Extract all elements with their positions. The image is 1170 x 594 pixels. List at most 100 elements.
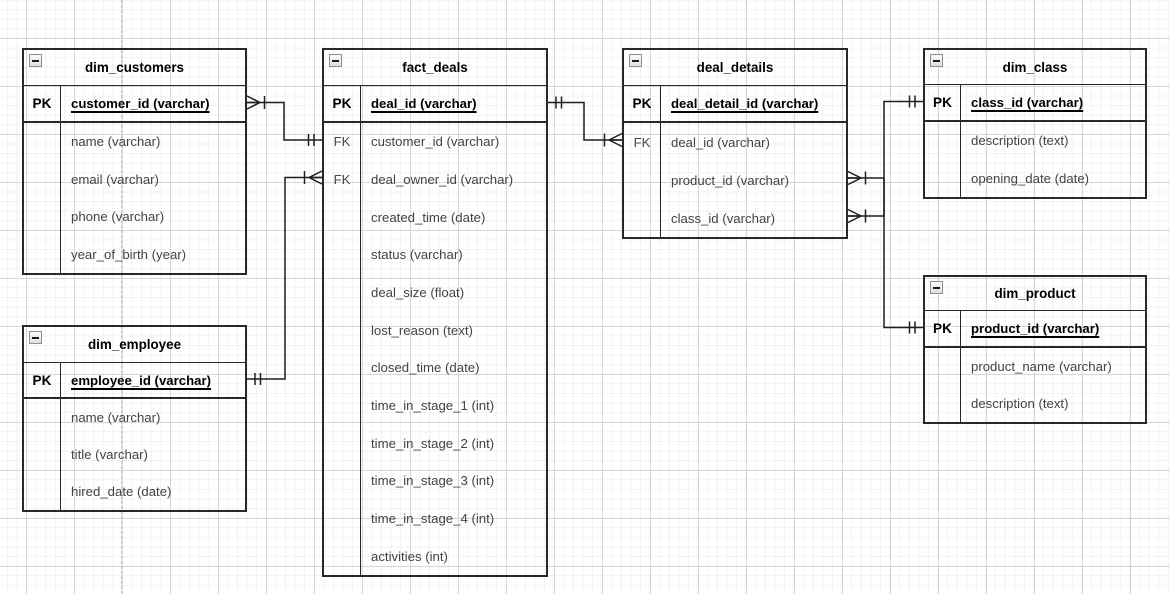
collapse-minus-icon[interactable]: [329, 54, 342, 67]
table-row-time_in_stage_2[interactable]: time_in_stage_2 (int): [324, 424, 546, 462]
table-row-hired_date[interactable]: hired_date (date): [24, 473, 245, 510]
table-row-time_in_stage_1[interactable]: time_in_stage_1 (int): [324, 386, 546, 425]
relationship-connector-deal_details-to-dim_product[interactable]: [847, 170, 923, 334]
key-cell: [925, 159, 961, 197]
field-label: created_time (date): [361, 198, 546, 236]
collapse-minus-icon[interactable]: [930, 54, 943, 67]
key-cell: [324, 348, 361, 387]
field-text: name (varchar): [71, 134, 161, 150]
table-row-created_time[interactable]: created_time (date): [324, 198, 546, 236]
table-row-name[interactable]: name (varchar): [24, 399, 245, 436]
field-label: opening_date (date): [961, 160, 1145, 198]
collapse-minus-icon[interactable]: [29, 54, 42, 67]
table-row-status[interactable]: status (varchar): [324, 235, 546, 274]
relationship-connector-fact_deals-to-deal_details[interactable]: [548, 96, 623, 148]
table-row-product_name[interactable]: product_name (varchar): [925, 348, 1145, 385]
table-header[interactable]: dim_product: [925, 277, 1145, 311]
minus-glyph: [933, 59, 940, 62]
table-row-lost_reason[interactable]: lost_reason (text): [324, 311, 546, 349]
table-row-email[interactable]: email (varchar): [24, 160, 245, 198]
field-label: description (text): [961, 122, 1145, 160]
table-row-product_id[interactable]: product_id (varchar): [624, 161, 846, 199]
field-label: title (varchar): [61, 436, 245, 473]
key-cell: [324, 537, 361, 575]
key-cell: [324, 461, 361, 500]
table-title: dim_class: [1002, 59, 1068, 75]
minus-glyph: [32, 336, 39, 339]
table-row-opening_date[interactable]: opening_date (date): [925, 159, 1145, 198]
relationship-connector-dim_employee-to-fact_deals[interactable]: [247, 170, 323, 385]
table-header[interactable]: dim_customers: [24, 50, 245, 86]
table-row-year_of_birth[interactable]: year_of_birth (year): [24, 235, 245, 273]
field-label: deal_detail_id (varchar): [661, 86, 846, 121]
field-text: employee_id (varchar): [71, 372, 211, 388]
key-cell: [925, 122, 961, 160]
minus-glyph: [332, 59, 339, 62]
table-title: dim_product: [994, 286, 1076, 301]
field-text: class_id (varchar): [971, 95, 1084, 110]
relationship-connector-dim_customers-to-fact_deals[interactable]: [246, 95, 322, 146]
collapse-minus-icon[interactable]: [629, 54, 642, 67]
field-label: name (varchar): [61, 123, 245, 161]
field-label: time_in_stage_4 (int): [361, 500, 546, 538]
field-label: product_id (varchar): [661, 161, 846, 199]
table-title: dim_employee: [87, 337, 182, 352]
field-label: class_id (varchar): [661, 199, 846, 237]
field-text: product_name (varchar): [971, 359, 1112, 374]
table-row-activities[interactable]: activities (int): [324, 537, 546, 575]
table-row-name[interactable]: name (varchar): [24, 123, 245, 161]
table-row-description[interactable]: description (text): [925, 385, 1145, 422]
collapse-minus-icon[interactable]: [29, 331, 42, 344]
field-text: deal_size (float): [371, 284, 465, 300]
key-cell: PK: [925, 311, 961, 346]
table-row-closed_time[interactable]: closed_time (date): [324, 348, 546, 387]
field-text: status (varchar): [371, 247, 463, 263]
field-text: name (varchar): [71, 410, 161, 425]
field-text: time_in_stage_1 (int): [371, 397, 495, 413]
key-cell: [925, 348, 961, 385]
field-text: time_in_stage_4 (int): [371, 510, 495, 526]
field-label: hired_date (date): [61, 473, 245, 510]
table-row-time_in_stage_3[interactable]: time_in_stage_3 (int): [324, 461, 546, 500]
table-header[interactable]: dim_class: [925, 50, 1145, 85]
key-cell: [624, 161, 661, 199]
key-cell: FK: [624, 123, 661, 161]
field-text: phone (varchar): [71, 209, 165, 225]
table-header[interactable]: fact_deals: [324, 50, 546, 86]
table-row-time_in_stage_4[interactable]: time_in_stage_4 (int): [324, 499, 546, 538]
table-header[interactable]: dim_employee: [24, 327, 245, 363]
table-header[interactable]: deal_details: [624, 50, 846, 86]
field-label: description (text): [961, 385, 1145, 422]
table-row-class_id[interactable]: class_id (varchar): [624, 199, 846, 237]
field-label: product_name (varchar): [961, 348, 1145, 385]
field-text: closed_time (date): [371, 360, 480, 376]
key-cell: [324, 311, 361, 349]
field-text: customer_id (varchar): [371, 134, 500, 150]
key-cell: [24, 123, 61, 161]
table-row-deal_size[interactable]: deal_size (float): [324, 273, 546, 312]
collapse-minus-icon[interactable]: [930, 281, 943, 294]
table-row-description[interactable]: description (text): [925, 122, 1145, 160]
field-text: hired_date (date): [71, 484, 172, 499]
field-label: time_in_stage_2 (int): [361, 424, 546, 462]
relationship-connector-deal_details-to-dim_class[interactable]: [847, 95, 923, 224]
table-row-phone[interactable]: phone (varchar): [24, 198, 245, 236]
table-row-title[interactable]: title (varchar): [24, 436, 245, 473]
key-cell: [24, 235, 61, 273]
